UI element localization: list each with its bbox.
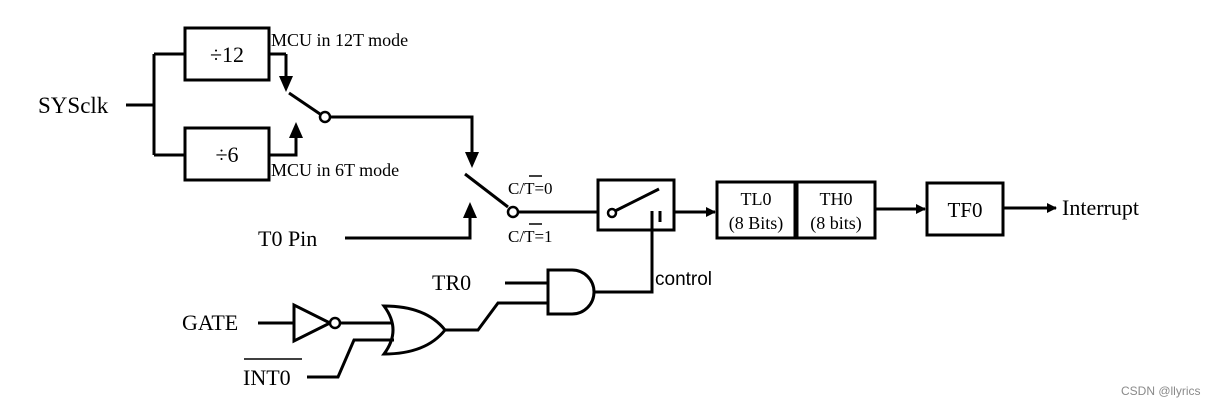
svg-text:C/T=1: C/T=1 [508,227,553,246]
sysclk-label: SYSclk [38,93,109,118]
control-label: control [655,269,712,290]
divide-by-6-box: ÷6 [183,126,271,182]
th0-bits: (8 bits) [810,213,862,234]
ct-zero-label: C/T=0 [508,175,553,198]
int0-label: INT0 [243,358,302,390]
div6-output-wire [269,134,298,157]
inverter-bubble [328,316,342,330]
and-gate [546,268,596,316]
tl0-bits: (8 Bits) [729,213,784,234]
t0-pin-wire [345,215,472,240]
clock-select-arrow [465,152,479,168]
th0-name: TH0 [820,189,853,209]
csdn-watermark: CSDN @llyrics [1121,384,1201,398]
ct-one-label: C/T=1 [508,223,553,246]
tf0-flag-box: TF0 [925,181,1005,237]
t0-pin-arrow [463,202,477,218]
mode-switch-blade [288,91,321,116]
mode6t-arrow [289,122,303,138]
int0-wire [307,338,394,379]
inverter [292,302,334,344]
control-wire [594,222,654,294]
tl0-register: TL0 (8 Bits) [715,180,797,240]
divide-by-6-label: ÷6 [215,142,238,167]
mode-12t-label: MCU in 12T mode [271,30,408,50]
mode12t-arrow [279,76,293,92]
mode-6t-label: MCU in 6T mode [271,160,399,180]
tr0-label: TR0 [432,270,471,295]
ct-switch-pivot [506,205,520,219]
tf0-label: TF0 [947,198,982,222]
run-control-switch [596,178,676,232]
svg-text:INT0: INT0 [243,365,291,390]
ct-switch-blade [464,172,509,209]
interrupt-label: Interrupt [1062,195,1139,220]
or-gate [381,304,447,356]
t0-pin-label: T0 Pin [258,226,317,251]
svg-text:C/T=0: C/T=0 [508,179,553,198]
prescaled-clock-wire [330,115,474,156]
or-to-and-wire [445,301,548,332]
tl0-name: TL0 [741,189,772,209]
divide-by-12-label: ÷12 [210,42,244,67]
th0-register: TH0 (8 bits) [795,180,877,240]
divide-by-12-box: ÷12 [183,26,271,82]
gate-label: GATE [182,310,238,335]
mode-switch-pivot [318,110,332,124]
